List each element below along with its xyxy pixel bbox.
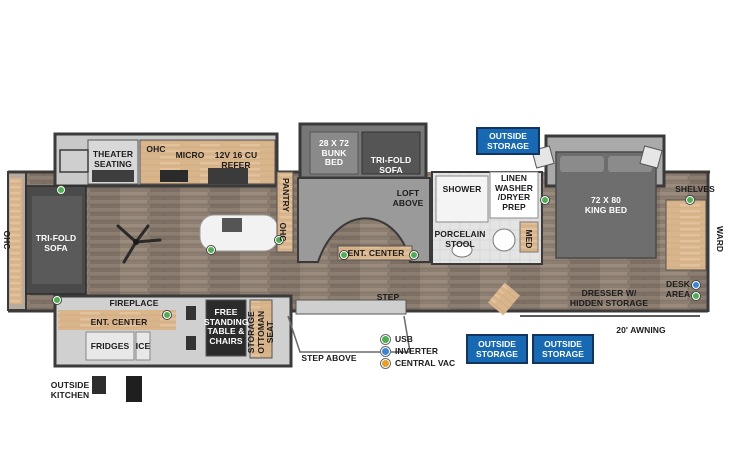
central-vac-dot-icon [381,358,390,368]
nightstand-right [639,145,663,169]
usb-outlet-8 [686,196,694,204]
fireplace-label: FIREPLACE [109,298,159,308]
usb-outlet-1 [57,186,65,194]
linen-closet [489,171,539,219]
shower-label: SHOWER [442,184,482,194]
refer-box [208,168,248,184]
dining-table [205,299,247,357]
pantry-column [276,171,294,253]
sink [492,228,516,252]
step-above-frame [287,315,411,353]
legend-inverter-label: INVERTER [395,346,438,356]
usb-outlet-7 [541,196,549,204]
wardrobe [665,199,707,271]
ohc-left-label: OHC [2,230,12,250]
step-label: STEP [376,292,400,302]
ohc-mid-label: OHC [278,222,288,242]
front-cap-cabinet [10,178,22,304]
loft-sofa [361,131,421,175]
fridges [85,331,135,361]
storage-ottoman-label: STORAGE OTTOMAN SEAT [245,310,275,354]
usb-outlet-9 [692,292,700,300]
island-sink [222,218,242,232]
shower [435,175,489,223]
usb-outlet-10 [163,311,171,319]
legend-central-vac-label: CENTRAL VAC [395,358,456,368]
usb-outlet-5 [340,251,348,259]
shelves-label: SHELVES [675,184,715,194]
usb-dot-icon [381,334,390,344]
dresser-label: DRESSER W/ HIDDEN STORAGE [569,288,649,308]
loft-above-area [297,177,431,263]
ice-maker [135,331,151,361]
legend-usb-label: USB [395,334,413,344]
inverter-outlet [692,281,700,289]
usb-outlet-6 [410,251,418,259]
legend: USB INVERTER CENTRAL VAC [381,333,455,369]
med-cabinet [519,221,539,253]
dresser-rug [487,282,521,316]
micro-label: MICRO [175,150,205,160]
loft-sofa-label: TRI-FOLD SOFA [370,155,412,175]
left-sofa-cushion [32,196,82,284]
bunk-bed-label: 28 X 72 BUNK BED [318,138,349,167]
awning-label: 20' AWNING [616,325,666,335]
refer-label: 12V 16 CU REFER [214,150,258,170]
chair-1 [186,306,196,320]
free-standing-label: FREE STANDING TABLE & CHAIRS [204,307,249,346]
outside-kitchen-stove [126,376,142,402]
med-label: MED [524,229,534,249]
usb-outlet-4 [275,236,283,244]
chair-2 [186,336,196,350]
step-above-label: STEP ABOVE [301,353,357,363]
king-bed-label: 72 X 80 KING BED [584,195,628,215]
ward-label: WARD [715,226,725,252]
outside-kitchen-label: OUTSIDE KITCHEN [50,380,90,400]
theater-wall-curve [59,149,89,173]
outside-storage-badge-bottom-right: OUTSIDE STORAGE [532,334,594,364]
ent-center-mid-label: ENT. CENTER [347,248,405,258]
legend-central-vac: CENTRAL VAC [381,357,455,369]
stove [160,170,188,182]
theater-seats [92,170,134,182]
ohc-counter [139,139,276,185]
outside-storage-badge-top: OUTSIDE STORAGE [476,127,540,155]
theater-seating-label: THEATER SEATING [92,149,134,169]
inverter-dot-icon [381,346,390,356]
left-sofa-label: TRI-FOLD SOFA [35,233,77,253]
ceiling-fan-icon [116,224,162,264]
porcelain-stool-label: PORCELAIN STOOL [434,229,486,249]
ice-label: ICE [135,341,151,351]
legend-usb: USB [381,333,455,345]
loft-above-label: LOFT ABOVE [392,188,424,208]
usb-outlet-2 [53,296,61,304]
linen-label: LINEN WASHER /DRYER PREP [495,173,533,212]
toilet [451,242,473,258]
desk-area-label: DESK AREA [665,279,691,299]
fridges-label: FRIDGES [90,341,130,351]
fireplace-counter [58,310,176,330]
legend-inverter: INVERTER [381,345,455,357]
ottoman [249,299,273,359]
ent-center-left-label: ENT. CENTER [90,317,148,327]
stairs [295,299,407,315]
bunk-bed [309,131,359,175]
ohc-top-label: OHC [146,144,166,154]
king-bed-pillow-1 [560,156,604,172]
usb-outlet-3 [207,246,215,254]
outside-storage-badge-bottom-left: OUTSIDE STORAGE [466,334,528,364]
pantry-label: PANTRY [281,178,291,212]
outside-kitchen-grill [92,376,106,394]
